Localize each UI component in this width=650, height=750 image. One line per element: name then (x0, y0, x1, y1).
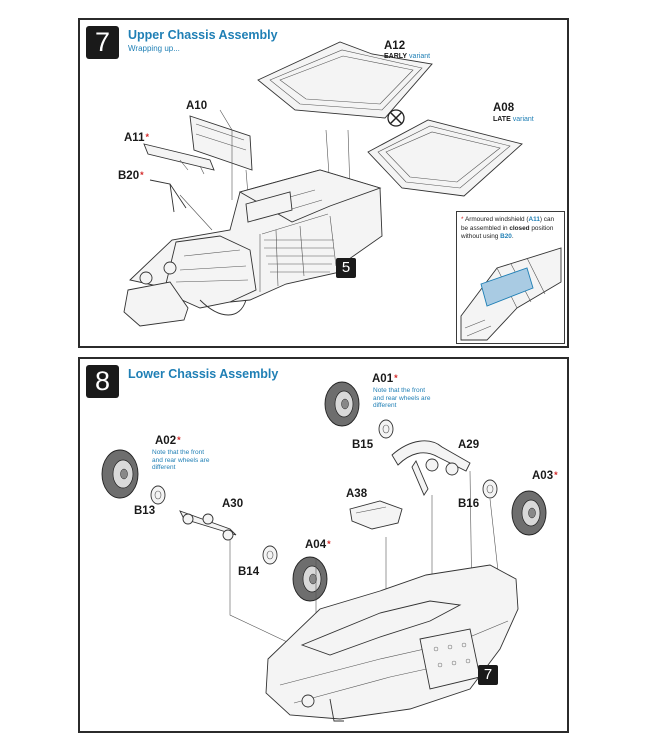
rear-wheel-a01 (324, 381, 360, 427)
label-a12: A12 (384, 40, 406, 52)
step-8-panel: 8 Lower Chassis Assembly (78, 357, 569, 733)
asterisk-a02: * (177, 435, 181, 445)
label-a03: A03* (532, 470, 558, 482)
hub-b13 (150, 485, 166, 505)
hub-b16 (482, 479, 498, 499)
inset-part-a11: A11 (528, 216, 540, 223)
hub-b14 (262, 545, 278, 565)
label-a01: A01* (372, 373, 398, 385)
inset-text-3: position without using (461, 224, 554, 241)
step-number: 8 (86, 365, 119, 398)
label-a30: A30 (222, 498, 244, 510)
label-a02: A02* (155, 435, 181, 447)
step-title: Upper Chassis Assembly (128, 28, 278, 42)
inset-text-2: ) can be assembled in (461, 216, 555, 232)
a12-variant-note: EARLY variant (384, 53, 430, 60)
step-7-panel: 7 Upper Chassis Assembly Wrapping up... (78, 18, 569, 348)
label-a03-text: A03 (532, 470, 554, 482)
inset-text-end: . (511, 233, 514, 241)
front-axle-a30 (179, 510, 237, 541)
windshield-frame-a12 (257, 41, 433, 119)
halftrack-upper-chassis (123, 169, 383, 327)
label-a10: A10 (186, 100, 208, 112)
engine-part-a38 (349, 500, 403, 530)
label-b16: B16 (458, 498, 480, 510)
reference-step-badge: 7 (478, 665, 498, 685)
label-a38: A38 (346, 488, 368, 500)
hub-b15 (378, 419, 394, 439)
halftrack-lower-chassis (265, 564, 519, 722)
label-a08: A08 (493, 102, 515, 114)
wheel-note-rear: Note that the front and rear wheels are … (373, 387, 431, 409)
a08-variant-name: LATE (493, 116, 511, 123)
lower-chassis-drawing (101, 381, 547, 722)
label-b13: B13 (134, 505, 156, 517)
label-b20: B20* (118, 170, 144, 182)
reference-step-badge: 5 (336, 258, 356, 278)
swap-option-icon (387, 109, 405, 127)
label-a04-text: A04 (305, 539, 327, 551)
front-wheel-a04 (292, 556, 328, 602)
label-b20-text: B20 (118, 170, 140, 182)
label-a04: A04* (305, 539, 331, 551)
inset-closed: closed (509, 224, 530, 232)
suspension-a29 (391, 440, 471, 496)
asterisk-a03: * (554, 470, 558, 480)
support-rod-b20 (149, 179, 187, 213)
step-subtitle: Wrapping up... (128, 44, 180, 53)
a12-variant-name: EARLY (384, 53, 408, 60)
asterisk-a11: * (145, 132, 149, 142)
inset-text-1: Armoured windshield ( (464, 216, 529, 223)
label-a02-text: A02 (155, 435, 177, 447)
a08-variant-suffix: variant (512, 116, 534, 123)
label-b14: B14 (238, 566, 260, 578)
a08-variant-note: LATE variant (493, 116, 534, 123)
inset-part-b20: B20 (500, 233, 512, 241)
armoured-windshield-inset: * Armoured windshield (A11) can be assem… (456, 211, 565, 344)
upper-chassis-drawing (123, 41, 523, 327)
label-a29: A29 (458, 439, 480, 451)
inset-asterisk: * (461, 216, 464, 223)
a12-variant-suffix: variant (409, 53, 431, 60)
wheel-note-front: Note that the front and rear wheels are … (152, 449, 210, 471)
windshield-frame-a08 (367, 119, 523, 197)
label-a11-text: A11 (124, 132, 145, 144)
asterisk-a04: * (327, 539, 331, 549)
asterisk-a01: * (394, 373, 398, 383)
inset-drawing (460, 247, 562, 341)
label-a01-text: A01 (372, 373, 394, 385)
label-a11: A11* (124, 132, 149, 144)
front-wheel-a02 (101, 449, 139, 499)
step-title: Lower Chassis Assembly (128, 367, 279, 381)
armoured-windshield-a11 (143, 143, 215, 175)
inset-note: * Armoured windshield (A11) can be assem… (461, 216, 561, 242)
rear-wheel-a03 (511, 490, 547, 536)
asterisk-b20: * (140, 170, 144, 180)
label-b15: B15 (352, 439, 374, 451)
armoured-panel-a10 (189, 115, 253, 171)
step-number: 7 (86, 26, 119, 59)
